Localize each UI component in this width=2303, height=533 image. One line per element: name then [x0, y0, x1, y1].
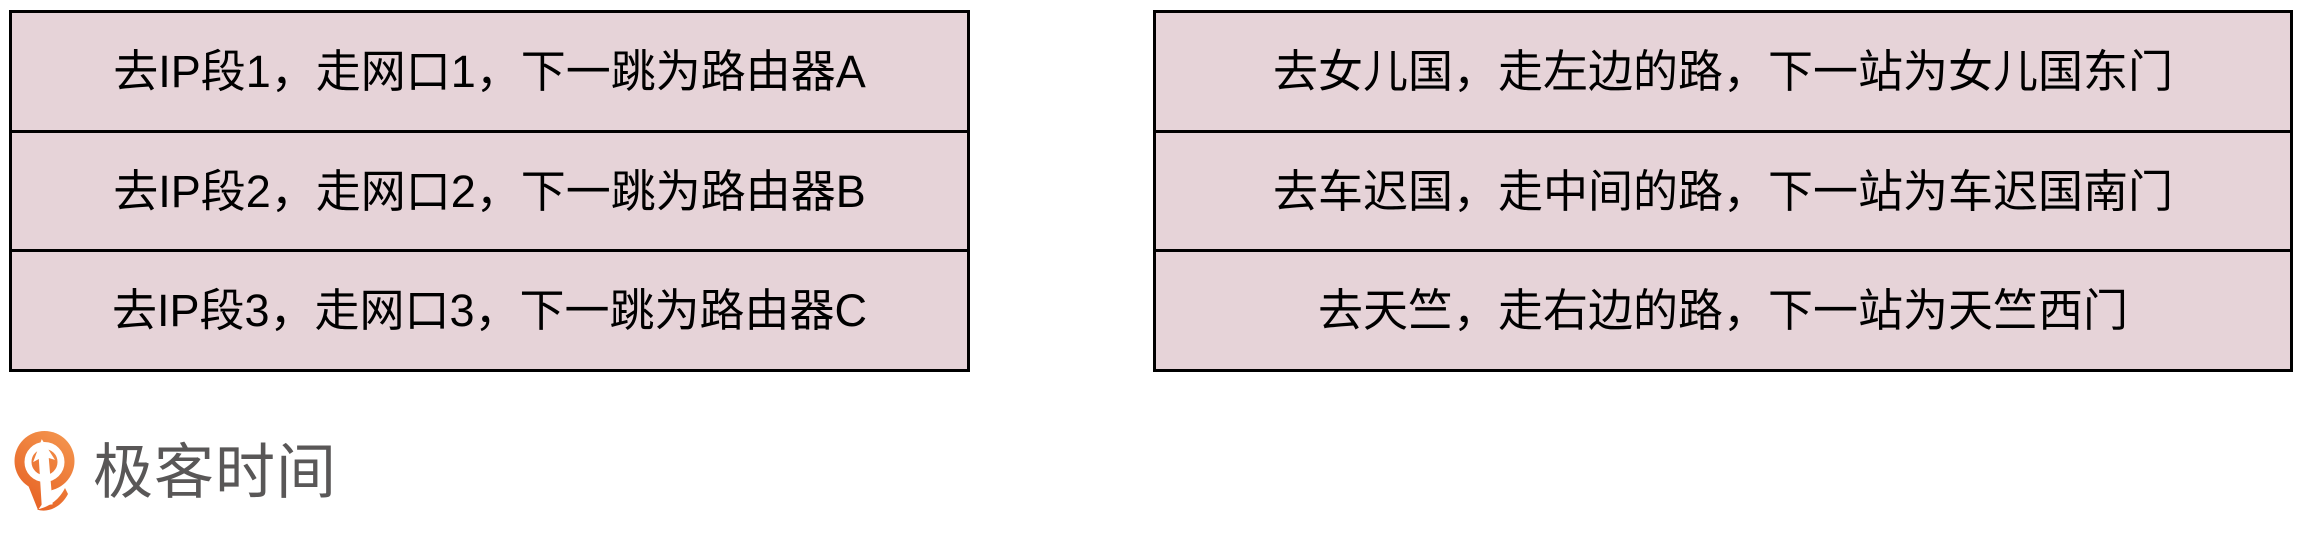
- geektime-logo-text: 极客时间: [93, 439, 337, 506]
- signpost-table: 去女儿国，走左边的路，下一站为女儿国东门 去车迟国，走中间的路，下一站为车迟国南…: [1153, 10, 2293, 372]
- geektime-q-icon: [14, 431, 75, 511]
- routing-table: 去IP段1，走网口1，下一跳为路由器A 去IP段2，走网口2，下一跳为路由器B …: [9, 10, 970, 372]
- routing-table-row-3: 去IP段3，走网口3，下一跳为路由器C: [12, 249, 967, 369]
- signpost-table-row-1: 去女儿国，走左边的路，下一站为女儿国东门: [1156, 13, 2290, 130]
- signpost-table-row-1-text: 去女儿国，走左边的路，下一站为女儿国东门: [1272, 45, 2173, 97]
- routing-table-row-1-text: 去IP段1，走网口1，下一跳为路由器A: [113, 45, 866, 97]
- signpost-table-row-3: 去天竺，走右边的路，下一站为天竺西门: [1156, 249, 2290, 369]
- signpost-table-row-3-text: 去天竺，走右边的路，下一站为天竺西门: [1317, 285, 2128, 337]
- routing-table-row-2: 去IP段2，走网口2，下一跳为路由器B: [12, 129, 967, 250]
- signpost-table-row-2: 去车迟国，走中间的路，下一站为车迟国南门: [1156, 129, 2290, 250]
- geektime-logo: 极客时间: [13, 430, 337, 516]
- signpost-table-row-2-text: 去车迟国，走中间的路，下一站为车迟国南门: [1272, 165, 2173, 217]
- routing-table-row-1: 去IP段1，走网口1，下一跳为路由器A: [12, 13, 967, 130]
- routing-table-row-2-text: 去IP段2，走网口2，下一跳为路由器B: [113, 165, 866, 217]
- routing-table-row-3-text: 去IP段3，走网口3，下一跳为路由器C: [111, 285, 868, 337]
